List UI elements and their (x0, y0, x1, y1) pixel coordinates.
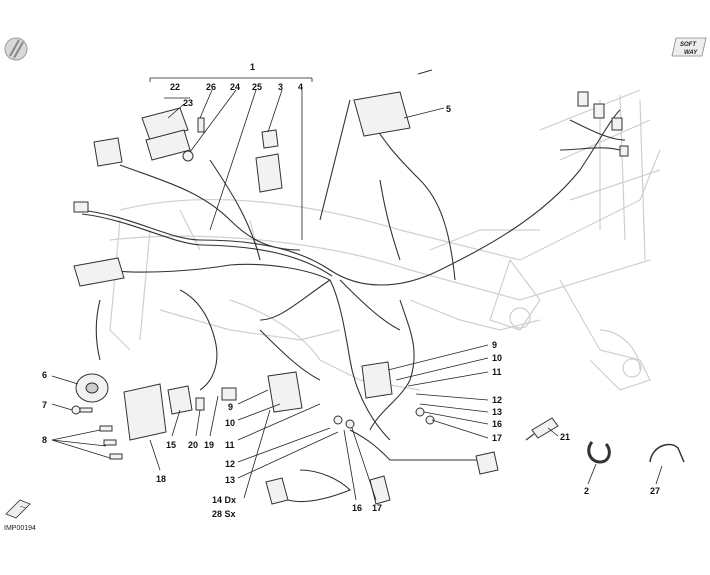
callout-22: 22 (170, 82, 180, 92)
callout-10-left: 10 (225, 418, 235, 428)
callout-labels: 1 22 26 24 25 3 4 23 5 6 7 8 18 15 20 19… (42, 62, 660, 519)
callout-12-right: 12 (492, 395, 502, 405)
callout-13-left: 13 (225, 475, 235, 485)
callout-14-dx: 14 Dx (212, 495, 236, 505)
callout-27: 27 (650, 486, 660, 496)
callout-10-right: 10 (492, 353, 502, 363)
softway-badge: SOFT WAY (671, 37, 707, 57)
coil-left-9 (267, 371, 303, 413)
callout-11-left: 11 (225, 440, 235, 450)
bracket-15 (167, 385, 193, 415)
callout-28-sx: 28 Sx (212, 509, 236, 519)
wiring-harness (79, 99, 626, 503)
callout-16-right: 16 (492, 419, 502, 429)
clip-20 (195, 397, 205, 411)
badge-line-1: SOFT (680, 42, 697, 48)
starter-relay-5 (353, 91, 411, 137)
callout-25: 25 (252, 82, 262, 92)
callout-bracket-1 (149, 77, 313, 99)
callout-4: 4 (298, 82, 303, 92)
nut-17 (345, 419, 355, 429)
coil-right-9 (361, 361, 393, 399)
callout-1: 1 (250, 62, 255, 72)
leader-lines (51, 89, 663, 501)
bolt-top (417, 69, 433, 75)
screws-8 (99, 425, 123, 460)
washer-16 (333, 415, 343, 425)
ecu-module-22 (141, 107, 191, 161)
callout-5: 5 (446, 104, 451, 114)
callout-3: 3 (278, 82, 283, 92)
callout-24: 24 (230, 82, 240, 92)
callout-19: 19 (204, 440, 214, 450)
callout-12-left: 12 (225, 459, 235, 469)
callout-2: 2 (584, 486, 589, 496)
callout-26: 26 (206, 82, 216, 92)
ducati-logo-icon (4, 37, 28, 61)
regulator-box (93, 137, 123, 167)
diagram-code: IMP00194 (4, 525, 36, 532)
spark-cap-14 (265, 477, 289, 505)
cable-tie-27 (649, 443, 685, 463)
bolt-7 (71, 405, 93, 415)
horn-6 (75, 373, 109, 403)
callout-23: 23 (183, 98, 193, 108)
callout-18: 18 (156, 474, 166, 484)
connector-bottom (475, 451, 499, 475)
callout-9-right: 9 (492, 340, 497, 350)
callout-11-right: 11 (492, 367, 502, 377)
callout-20: 20 (188, 440, 198, 450)
callout-9-left: 9 (228, 402, 233, 412)
callout-8: 8 (42, 435, 47, 445)
relay-3 (261, 129, 279, 149)
clamp-2 (587, 441, 611, 464)
callout-6: 6 (42, 370, 47, 380)
grommet-24 (182, 150, 194, 162)
callout-17-right: 17 (492, 433, 502, 443)
connector-block (255, 153, 283, 193)
callout-13-right: 13 (492, 407, 502, 417)
callout-17-bottom: 17 (372, 503, 382, 513)
manual-icon (5, 499, 31, 519)
fuse-box (73, 257, 125, 287)
right-connectors (577, 91, 629, 157)
connector-left (73, 201, 89, 213)
callout-7: 7 (42, 400, 47, 410)
rectifier-18 (123, 383, 167, 441)
callout-16-bottom: 16 (352, 503, 362, 513)
screw-26 (197, 117, 205, 133)
washer-16b (415, 407, 425, 417)
lambda-sensor-21 (525, 417, 559, 441)
badge-line-2: WAY (684, 50, 698, 56)
nut-17b (425, 415, 435, 425)
callout-21: 21 (560, 432, 570, 442)
connector-19 (221, 387, 237, 401)
callout-15: 15 (166, 440, 176, 450)
